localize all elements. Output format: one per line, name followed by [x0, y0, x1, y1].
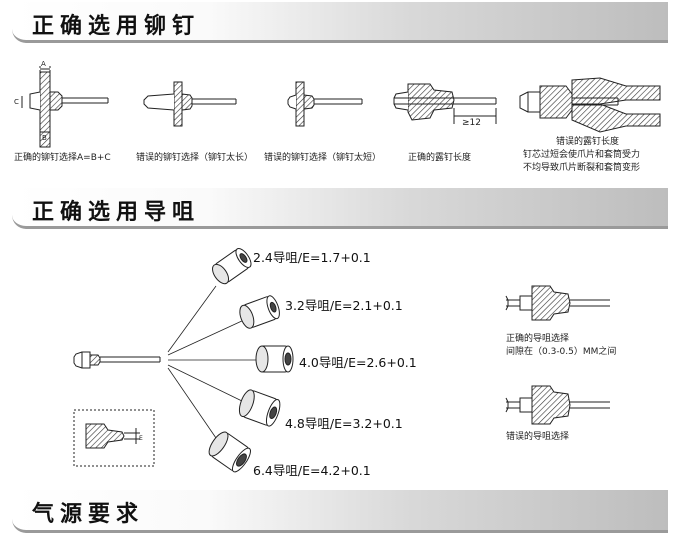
section-banner-air-source: 气源要求	[12, 490, 668, 533]
label-e: E	[139, 435, 143, 442]
caption-correct-guide-1: 正确的导咀选择	[506, 334, 570, 344]
section-title-air-source: 气源要求	[32, 502, 145, 527]
guide-wrong-figure	[505, 385, 610, 425]
length-mark: ≥12	[462, 118, 481, 128]
guide-fan-lines	[167, 285, 258, 439]
caption-rivet-too-long: 错误的铆钉选择（铆钉太长）	[136, 153, 254, 163]
rivet-figure-too-long	[143, 81, 237, 127]
caption-wrong-length-1: 错误的露钉长度	[556, 137, 620, 147]
section-title-rivet-selection: 正确选用铆钉	[32, 14, 201, 39]
rivet-figure-wrong-length	[519, 77, 661, 133]
section-banner-guide-selection: 正确选用导咀	[12, 188, 668, 229]
caption-correct-length: 正确的露钉长度	[408, 153, 472, 163]
caption-correct-rivet: 正确的铆钉选择A=B+C	[14, 153, 111, 163]
guide-nozzle-2-4	[212, 248, 252, 285]
label-c: C	[14, 98, 19, 106]
guide-label-3-2: 3.2导咀/E=2.1+0.1	[285, 298, 403, 313]
guide-label-4-0: 4.0导咀/E=2.6+0.1	[299, 355, 417, 370]
caption-rivet-too-short: 错误的铆钉选择（铆钉太短）	[264, 153, 382, 163]
section-title-guide-selection: 正确选用导咀	[32, 200, 201, 225]
guide-label-4-8: 4.8导咀/E=3.2+0.1	[285, 416, 403, 431]
section-banner-rivet-selection: 正确选用铆钉	[12, 2, 668, 43]
caption-wrong-length-2: 钉芯过短会使爪片和套筒受力	[523, 150, 641, 160]
guide-label-2-4: 2.4导咀/E=1.7+0.1	[253, 250, 371, 265]
guide-nozzle-6-4	[208, 431, 251, 473]
rivet-figure-correct	[21, 66, 109, 148]
guide-label-6-4: 6.4导咀/E=4.2+0.1	[253, 463, 371, 478]
guide-nozzle-4-8	[238, 389, 281, 427]
label-a: A	[41, 60, 46, 68]
caption-wrong-length-3: 不均导致爪片断裂和套筒变形	[523, 163, 641, 173]
caption-wrong-guide: 错误的导咀选择	[506, 432, 570, 442]
guide-nozzle-3-2	[239, 295, 280, 329]
guide-correct-figure	[505, 285, 610, 321]
label-b: B	[42, 134, 47, 142]
rivet-figure-correct-length	[393, 83, 497, 124]
caption-correct-guide-2: 间隙在（0.3-0.5）MM之间	[506, 347, 617, 357]
guide-nozzle-4-0	[255, 345, 294, 373]
rivet-figure-too-short	[287, 81, 363, 127]
guide-section-detail	[73, 409, 155, 467]
guide-base-rivet	[73, 351, 161, 369]
